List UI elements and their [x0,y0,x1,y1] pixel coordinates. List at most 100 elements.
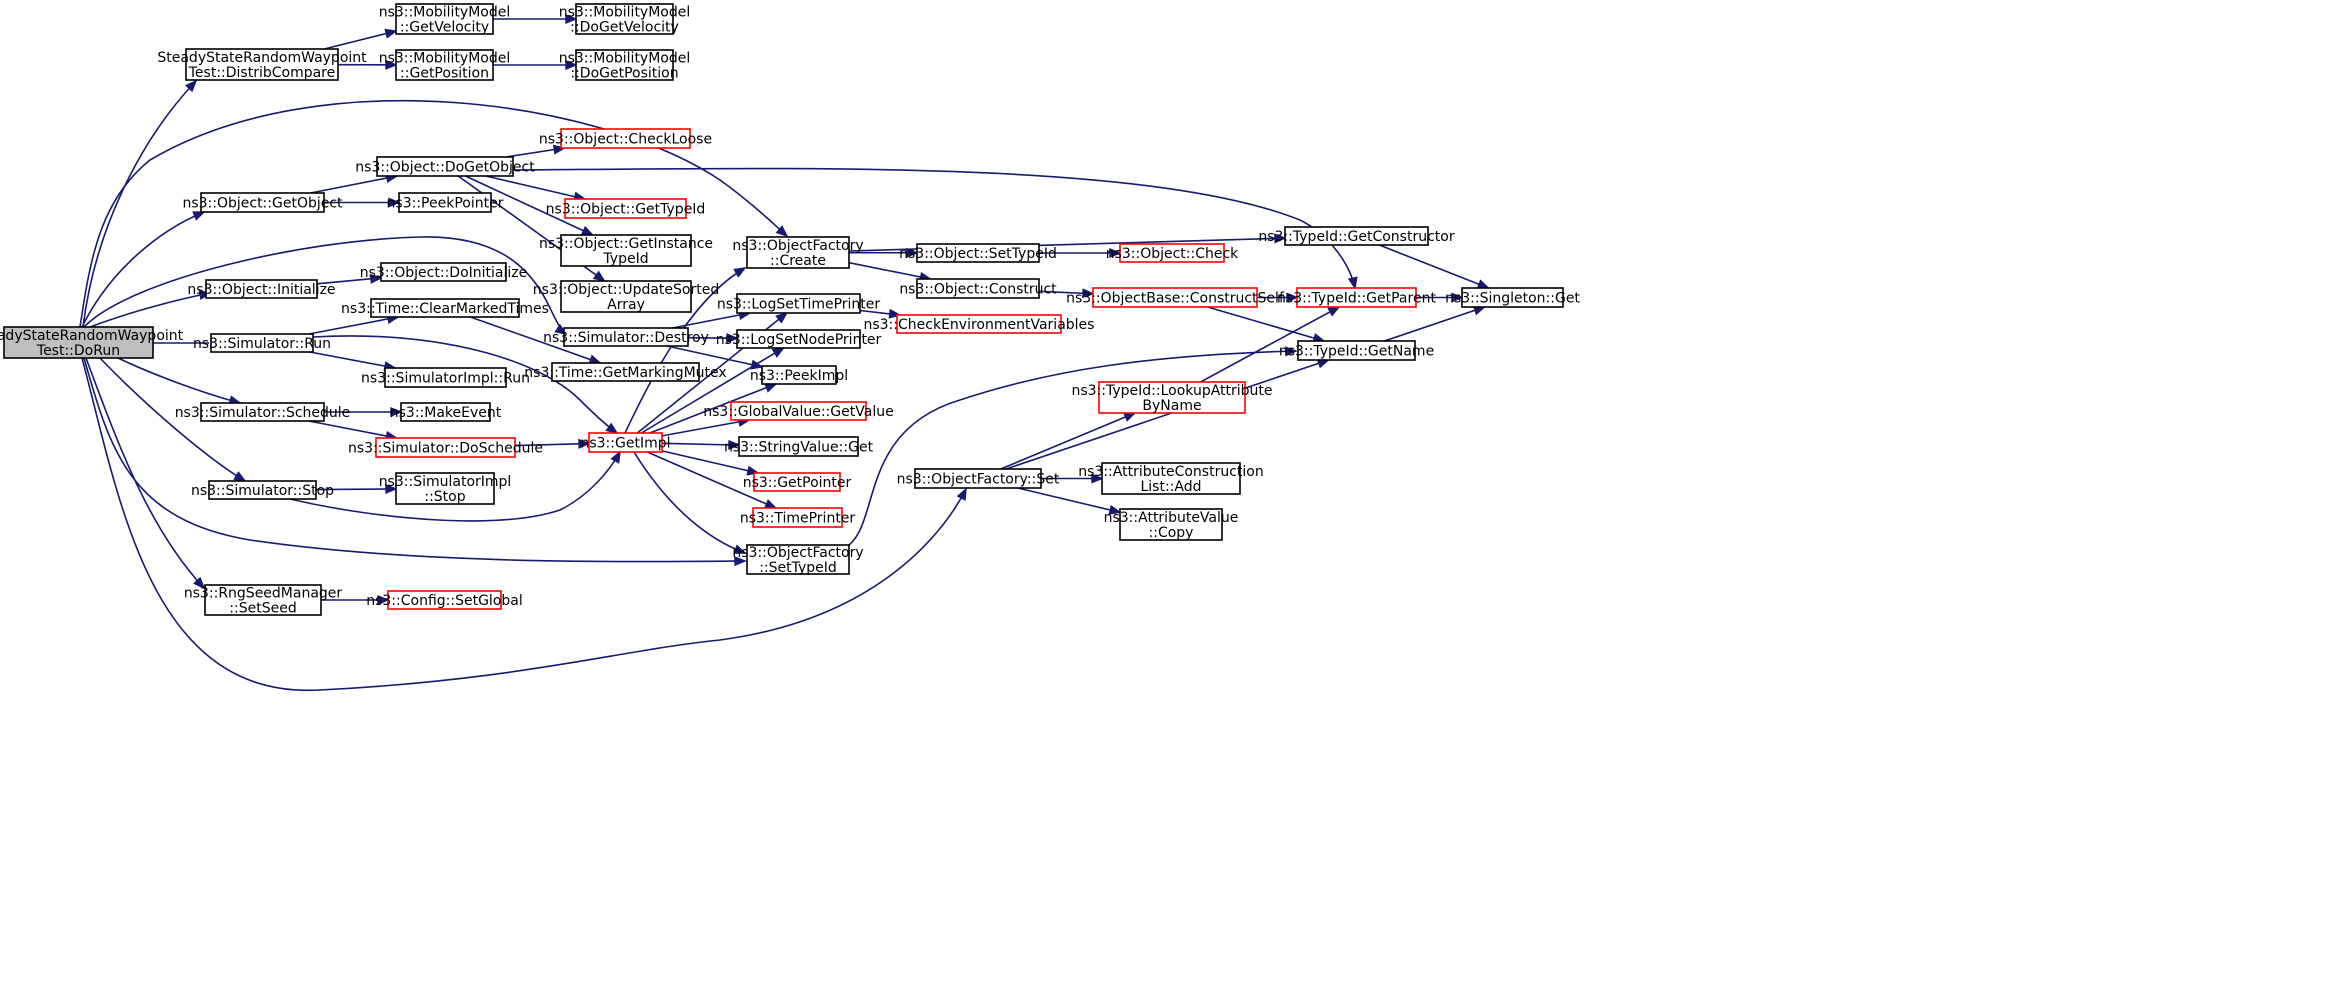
edge-distrib-to-getvel [323,28,398,50]
node-getobj[interactable]: ns3::Object::GetObject [182,192,343,213]
node-attrcopy[interactable]: ns3::AttributeValue::Copy [1104,508,1239,541]
node-box [914,468,1042,489]
node-init[interactable]: ns3::Object::Initialize [187,279,336,299]
edge-getimpl-to-peekimpl [649,383,778,434]
node-label: ns3::Object::UpdateSorted [533,282,719,298]
arrow-head [763,499,778,509]
node-simimplrun[interactable]: ns3::SimulatorImpl::Run [361,367,530,388]
node-doschedule[interactable]: ns3::Simulator::DoSchedule [348,437,543,458]
node-label: ::SetTypeId [759,560,837,576]
node-label: ns3::SimulatorImpl::Run [361,371,530,387]
node-getimpl[interactable]: ns3::GetImpl [580,432,671,453]
node-getvel[interactable]: ns3::MobilityModel::GetVelocity [379,3,511,36]
node-box [563,327,689,347]
node-objconstruct[interactable]: ns3::Object::Construct [899,278,1057,299]
node-getparent[interactable]: ns3::TypeId::GetParent [1277,287,1436,308]
node-gettypeid[interactable]: ns3::Object::GetTypeId [546,198,706,219]
node-clearmarked[interactable]: ns3::Time::ClearMarkedTimes [341,298,549,318]
node-objcheck[interactable]: ns3::Object::Check [1106,243,1239,263]
node-dogetpos[interactable]: ns3::MobilityModel::DoGetPosition [559,49,691,82]
node-label: ns3::ObjectFactory [732,545,863,561]
node-box [738,436,859,457]
node-checkloose[interactable]: ns3::Object::CheckLoose [539,128,712,149]
node-label: ::DoGetVelocity [570,20,679,36]
node-logtime[interactable]: ns3::LogSetTimePrinter [717,293,881,314]
edge-line [646,451,777,509]
node-gvgetvalue[interactable]: ns3::GlobalValue::GetValue [703,401,894,421]
node-box [370,298,520,318]
node-getpointer[interactable]: ns3::GetPointer [743,472,852,492]
node-settypeid_of[interactable]: ns3::ObjectFactory::SetTypeId [732,544,864,576]
node-getname[interactable]: ns3::TypeId::GetName [1279,340,1434,361]
node-label: SteadyStateRandomWaypoint [0,328,184,344]
arrow-head [956,487,967,501]
node-label: ns3::ObjectFactory::Set [897,472,1060,488]
node-simimplstop[interactable]: ns3::SimulatorImpl::Stop [379,472,512,505]
node-label: ns3::Object::GetObject [182,196,343,212]
arrow-head [193,576,206,590]
node-getpos[interactable]: ns3::MobilityModel::GetPosition [379,49,511,82]
node-ofset[interactable]: ns3::ObjectFactory::Set [897,468,1060,489]
node-dogetvel[interactable]: ns3::MobilityModel::DoGetVelocity [559,3,691,36]
node-simstop[interactable]: ns3::Simulator::Stop [191,480,334,500]
node-peekptr[interactable]: ns3::PeekPointer [387,192,504,213]
edge-simstop-to-getimpl [289,450,621,522]
node-label: ns3::AttributeConstruction [1078,464,1263,480]
node-box [575,49,674,81]
node-makeevent[interactable]: ns3::MakeEvent [390,402,502,422]
node-strget[interactable]: ns3::StringValue::Get [724,436,874,457]
node-label: ns3::Time::ClearMarkedTimes [341,301,549,317]
node-timeprinter[interactable]: ns3::TimePrinter [740,507,856,528]
edge-getimpl-to-strget [661,439,741,450]
node-box [1284,226,1429,246]
edges-layer [79,13,1491,691]
node-checkenv[interactable]: ns3::CheckEnvironmentVariables [864,314,1095,334]
edge-line [1005,359,1329,470]
edge-line [310,175,397,194]
node-objsettypeid[interactable]: ns3::Object::SetTypeId [899,243,1057,263]
edge-line [661,442,740,446]
node-constructself[interactable]: ns3::ObjectBase::ConstructSelf [1066,287,1285,308]
node-peekimpl[interactable]: ns3::PeekImpl [750,365,848,385]
node-box [575,3,674,35]
node-lognode[interactable]: ns3::LogSetNodePrinter [716,329,882,349]
node-schedule[interactable]: ns3::Simulator::Schedule [175,402,351,422]
node-box [560,280,692,313]
edge-logtime-to-checkenv [859,308,902,319]
node-box [560,128,691,149]
node-box [896,314,1062,334]
node-getmarking[interactable]: ns3::Time::GetMarkingMutex [524,362,727,382]
node-distrib[interactable]: SteadyStateRandomWaypointTest::DistribCo… [157,48,367,81]
edge-line [1000,412,1136,470]
edge-line [83,357,746,563]
edge-getname-to-singleton [1384,305,1487,342]
node-label: Test::DistribCompare [188,65,336,81]
edge-rngseed-to-cfgglobal [321,594,390,606]
node-singleton[interactable]: ns3::Singleton::Get [1445,287,1580,308]
node-simdestroy[interactable]: ns3::Simulator::Destroy [543,327,709,347]
node-objcreate[interactable]: ns3::ObjectFactory::Create [732,236,864,269]
node-box [376,156,514,177]
arrow-head [377,594,390,606]
node-cfgglobal[interactable]: ns3::Config::SetGlobal [366,590,523,610]
node-rngseed[interactable]: ns3::RngSeedManager::SetSeed [184,584,343,617]
node-dogetobj[interactable]: ns3::Object::DoGetObject [355,156,535,177]
node-label: ns3::ObjectFactory [732,238,863,254]
arrow-head [764,383,778,393]
edge-root-to-simstop [99,357,247,482]
arrow-head [388,197,401,208]
node-getctor[interactable]: ns3::TypeId::GetConstructor [1258,226,1455,246]
node-simrun[interactable]: ns3::Simulator::Run [193,333,331,353]
arrow-head [565,59,578,71]
node-doinit[interactable]: ns3::Object::DoInitialize [360,262,527,282]
edge-line [323,30,397,50]
node-box [400,402,491,422]
node-box [185,48,339,81]
edge-line [79,99,788,328]
